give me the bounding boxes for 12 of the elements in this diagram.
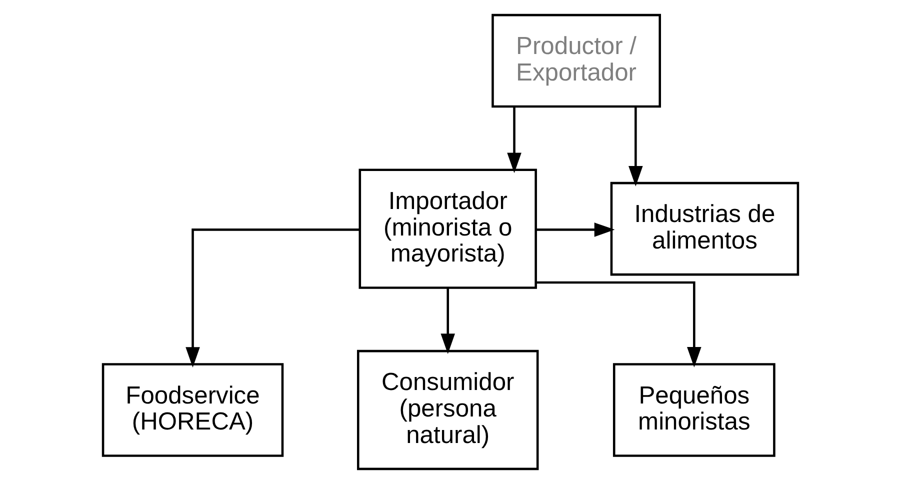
arrow	[628, 106, 642, 186]
arrow	[536, 222, 614, 237]
node-box: Productor / Exportador	[491, 14, 660, 108]
node-box: Importador (minorista o mayorista)	[358, 168, 536, 289]
node-box: Consumidor (persona natural)	[356, 350, 538, 470]
arrow	[440, 288, 455, 354]
node-box: Industrias de alimentos	[610, 182, 799, 276]
node-box: Foodservice (HORECA)	[101, 363, 284, 457]
node-box: Pequeños minoristas	[612, 363, 775, 457]
arrow	[185, 228, 359, 368]
arrow	[536, 281, 701, 368]
arrow	[506, 106, 521, 174]
